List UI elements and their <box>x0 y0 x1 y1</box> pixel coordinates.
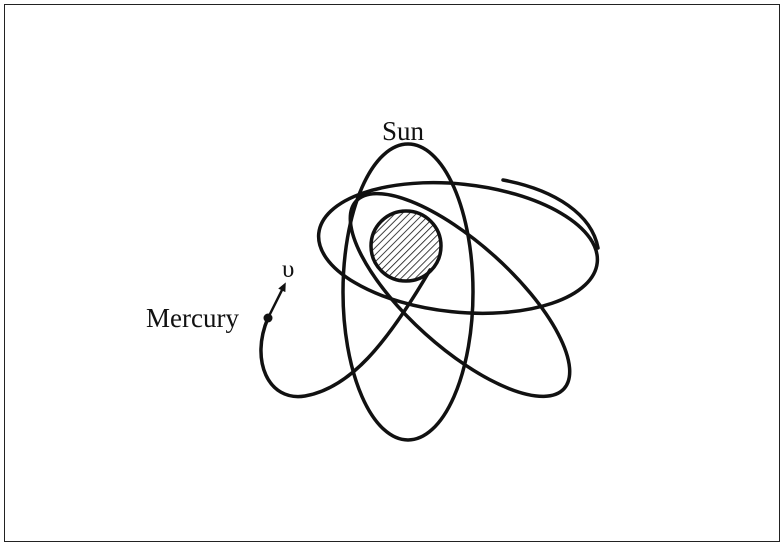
orbit-loop-tilted <box>348 191 572 399</box>
velocity-arrow <box>266 282 286 319</box>
velocity-label: υ <box>282 256 294 283</box>
orbit-tail-start <box>259 268 432 399</box>
sun-disk <box>369 209 443 283</box>
orbit-loop-vertical <box>341 142 475 442</box>
orbit-loop-horizontal <box>316 180 600 316</box>
orbit-tail-end <box>501 178 600 250</box>
sun-label: Sun <box>382 116 425 146</box>
mercury-label: Mercury <box>146 303 239 333</box>
